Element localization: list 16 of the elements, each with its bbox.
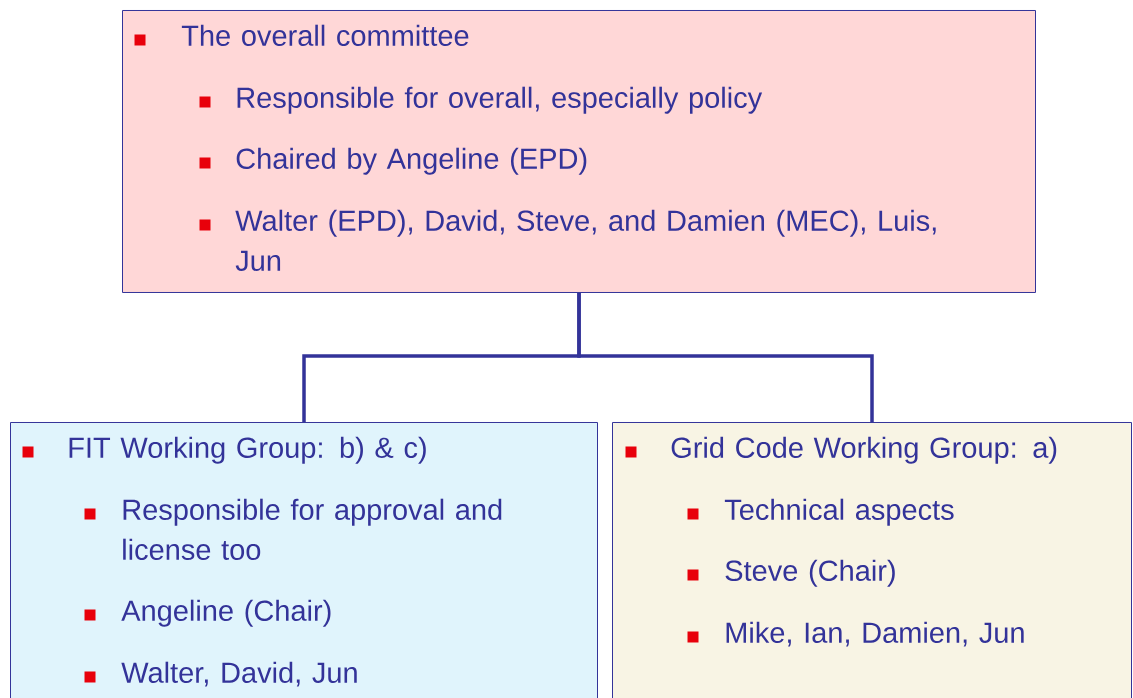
bullet-item: Chaired by Angeline (EPD) (199, 147, 587, 175)
bullet-item: Responsible for overall, especially policy (199, 86, 763, 114)
bullet-item: Walter, David, Jun (84, 661, 357, 687)
bullet-item: Walter (EPD), David, Steve, and Damien (MEC), Luis, Jun (199, 209, 936, 271)
bullet-item: FIT Working Group: b) & c) (22, 436, 426, 464)
bullet-item: Grid Code Working Group: a) (625, 436, 1057, 464)
bullet-item: Mike, Ian, Damien, Jun (687, 621, 1024, 647)
committee-box (122, 10, 1036, 293)
bullet-item: Steve (Chair) (687, 559, 895, 587)
bullet-item: Technical aspects (687, 498, 954, 526)
group-box (10, 422, 598, 698)
bullet-item: The overall committee (134, 24, 469, 46)
connector-line (577, 293, 874, 422)
group-box (612, 422, 1132, 698)
bullet-item: Angeline (Chair) (84, 599, 331, 627)
bullet-item: Responsible for approval and license too (84, 498, 502, 560)
